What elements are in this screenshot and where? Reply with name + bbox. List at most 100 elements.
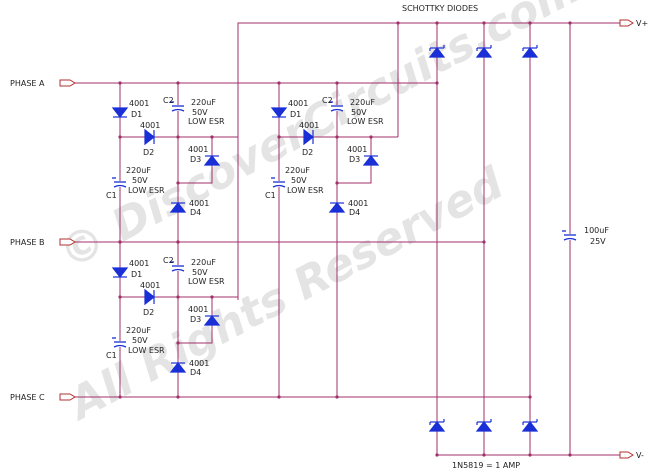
schottky-diode-top-2 [475,45,493,58]
capacitor-c1 [112,337,127,348]
junction-dot [176,181,180,185]
c2-value: 220uF [191,98,216,107]
junction-dot [118,295,122,299]
d1-part: 4001 [129,259,149,268]
junction-dot [118,395,122,399]
c2-voltage: 50V [351,108,367,117]
capacitor-c2 [170,261,185,272]
d1-ref: D1 [131,110,142,119]
vplus-rail [237,22,620,300]
d4-part: 4001 [348,199,368,208]
d2-ref: D2 [143,148,154,157]
c2-type: LOW ESR [188,117,225,126]
c2-value: 220uF [191,258,216,267]
phase-b-port [59,238,76,246]
c2-ref: C2 [163,256,174,265]
junction-dot [482,21,486,25]
d2-ref: D2 [143,308,154,317]
phase-a-port [59,79,76,87]
d2-ref: D2 [302,148,313,157]
junction-dot [335,395,339,399]
junction-dot [528,453,532,457]
d1-part: 4001 [129,99,149,108]
d3-part: 4001 [188,305,208,314]
junction-dot [528,21,532,25]
diode-d1 [111,267,129,278]
wires [59,19,634,459]
d2-part: 4001 [140,121,160,130]
junction-dot [568,453,572,457]
diode-d3 [362,155,380,166]
capacitor-c1 [112,177,127,188]
d4-ref: D4 [349,208,360,217]
c1-voltage: 50V [291,176,307,185]
diode-d4 [169,202,187,213]
d4-part: 4001 [189,359,209,368]
diode-d2 [144,128,155,146]
d4-ref: D4 [190,208,201,217]
watermark-line1: © DiscoverCircuits.com [51,0,588,280]
module-d3-wire [178,297,213,344]
c2-voltage: 50V [192,268,208,277]
capacitor-c1 [271,177,286,188]
c2-type: LOW ESR [188,277,225,286]
phase-b-label: PHASE B [10,238,44,247]
d1-ref: D1 [290,110,301,119]
capacitor-c2 [170,101,185,112]
junction-dot [176,295,180,299]
schottky-diode-bottom-2 [475,419,493,432]
d2-part: 4001 [140,281,160,290]
junction-dot [335,181,339,185]
c1-value: 220uF [126,326,151,335]
diode-d2 [144,288,155,306]
d2-part: 4001 [299,121,319,130]
phase-a-label: PHASE A [10,79,45,88]
junction-dot [369,135,373,139]
junction-dot [482,240,486,244]
junction-dot [335,135,339,139]
junction-dot [176,81,180,85]
diode-footnote: 1N5819 = 1 AMP [452,461,520,470]
junction-dot [118,135,122,139]
diode-d4 [169,362,187,373]
module-d3-wire [337,137,372,184]
junction-dot [277,135,281,139]
d1-part: 4001 [288,99,308,108]
junction-dot [210,135,214,139]
c1-ref: C1 [106,191,117,200]
junction-dot [528,395,532,399]
d3-part: 4001 [188,145,208,154]
c1-value: 220uF [285,166,310,175]
watermark: © DiscoverCircuits.com All Rights Reserv… [51,0,588,431]
schottky-title: SCHOTTKY DIODES [402,4,478,13]
junction-dot [435,21,439,25]
junction-dot [277,81,281,85]
d3-part: 4001 [347,145,367,154]
junction-dot [210,295,214,299]
junction-dot [568,21,572,25]
c1-value: 220uF [126,166,151,175]
junction-dot [118,81,122,85]
junction-dot [118,240,122,244]
junction-dot [176,395,180,399]
output-capacitor [562,230,577,241]
diode-d2 [303,128,314,146]
junction-dot [482,453,486,457]
vplus-label: V+ [636,19,648,28]
d3-ref: D3 [190,155,201,164]
d1-ref: D1 [131,270,142,279]
c1-type: LOW ESR [128,346,165,355]
schottky-diode-top-1 [428,45,446,58]
vplus-port [619,19,634,27]
c1-voltage: 50V [132,336,148,345]
schottky-diode-bottom-1 [428,419,446,432]
c2-ref: C2 [322,96,333,105]
phase-c-label: PHASE C [10,393,45,402]
junction-dot [335,81,339,85]
c1-type: LOW ESR [128,186,165,195]
junction-dot [435,453,439,457]
components [111,45,577,432]
phase-c-port [59,393,76,401]
d4-ref: D4 [190,368,201,377]
